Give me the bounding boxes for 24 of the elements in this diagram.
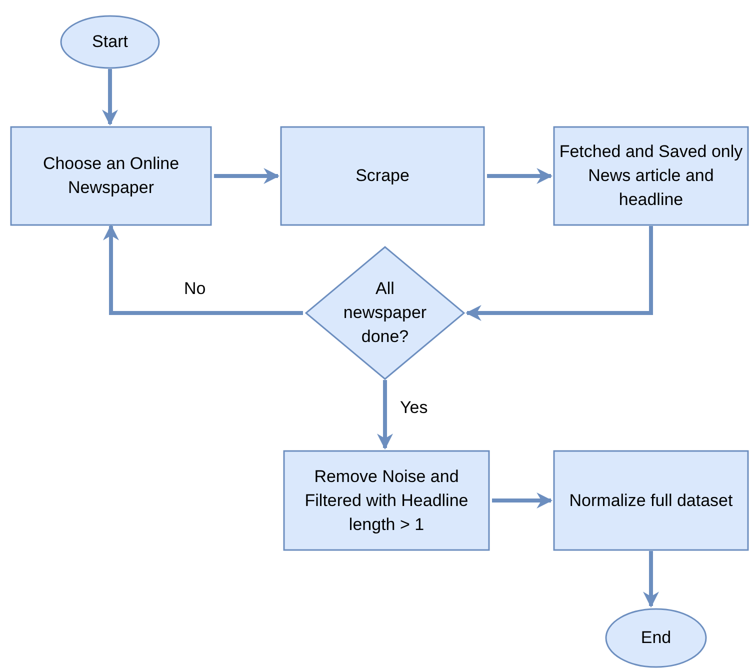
node-text: Start xyxy=(91,31,129,53)
node-text: Normalize full dataset xyxy=(568,490,734,512)
node-text: All newspaper done? xyxy=(342,278,428,348)
node-text: Remove Noise and Filtered with Headline length > 1 xyxy=(304,466,470,536)
process-box xyxy=(553,450,749,551)
arrow xyxy=(102,69,118,126)
decision-diamond xyxy=(305,246,465,380)
arrow xyxy=(377,380,393,450)
node-text: Scrape xyxy=(354,165,410,187)
arrow xyxy=(487,168,553,184)
terminal-ellipse xyxy=(605,608,707,668)
process-box xyxy=(280,126,485,226)
process-box xyxy=(283,450,490,551)
terminal-ellipse xyxy=(60,15,160,69)
arrow xyxy=(492,492,553,508)
arrow xyxy=(643,551,659,608)
process-box xyxy=(10,126,212,226)
arrow xyxy=(214,168,280,184)
node-text: Choose an Online Newspaper xyxy=(42,153,180,199)
process-box xyxy=(553,126,749,226)
arrow xyxy=(465,226,653,321)
node-text: Fetched and Saved only News article and headline xyxy=(558,141,744,211)
node-text: End xyxy=(640,627,672,649)
arrow xyxy=(103,224,303,315)
